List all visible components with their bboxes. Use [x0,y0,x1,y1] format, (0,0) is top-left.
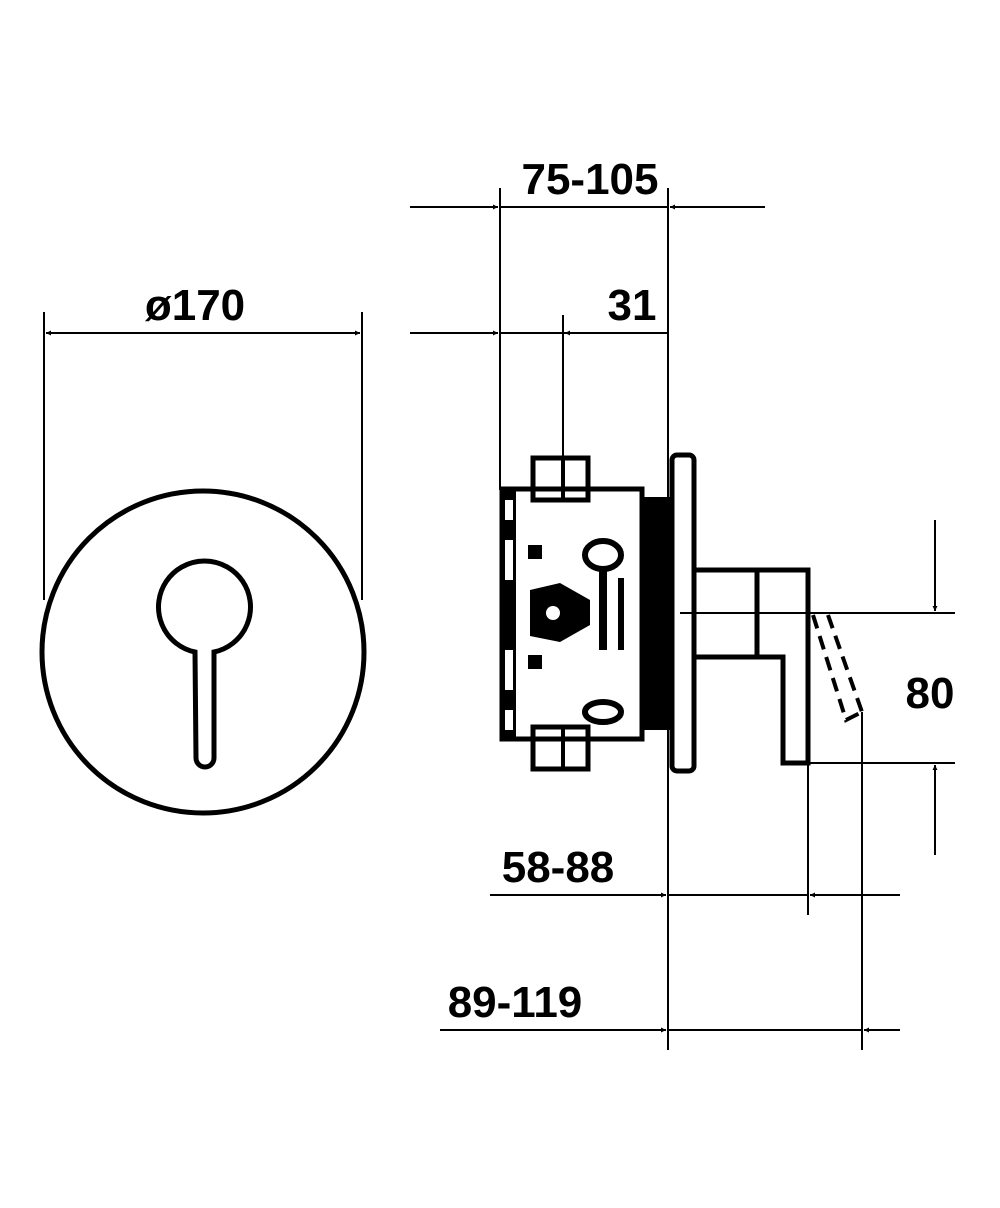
handle-front [156,558,253,770]
lever-side [695,567,811,766]
lever-projection-label: 58-88 [502,843,615,892]
lever-tilted-dashed [811,614,864,723]
install-depth-label: 75-105 [521,155,658,204]
front-view: ø170 [39,281,367,816]
mounting-flange [642,497,672,730]
side-view: 75-105 31 80 [410,155,955,1050]
diameter-label: ø170 [145,281,245,330]
lever-projection-tilted-label: 89-119 [448,978,583,1027]
bottom-nut [530,724,591,772]
body-offset-label: 31 [608,281,657,330]
cover-plate-front [39,488,367,816]
top-nut [530,455,591,503]
lever-height-label: 80 [906,669,955,718]
